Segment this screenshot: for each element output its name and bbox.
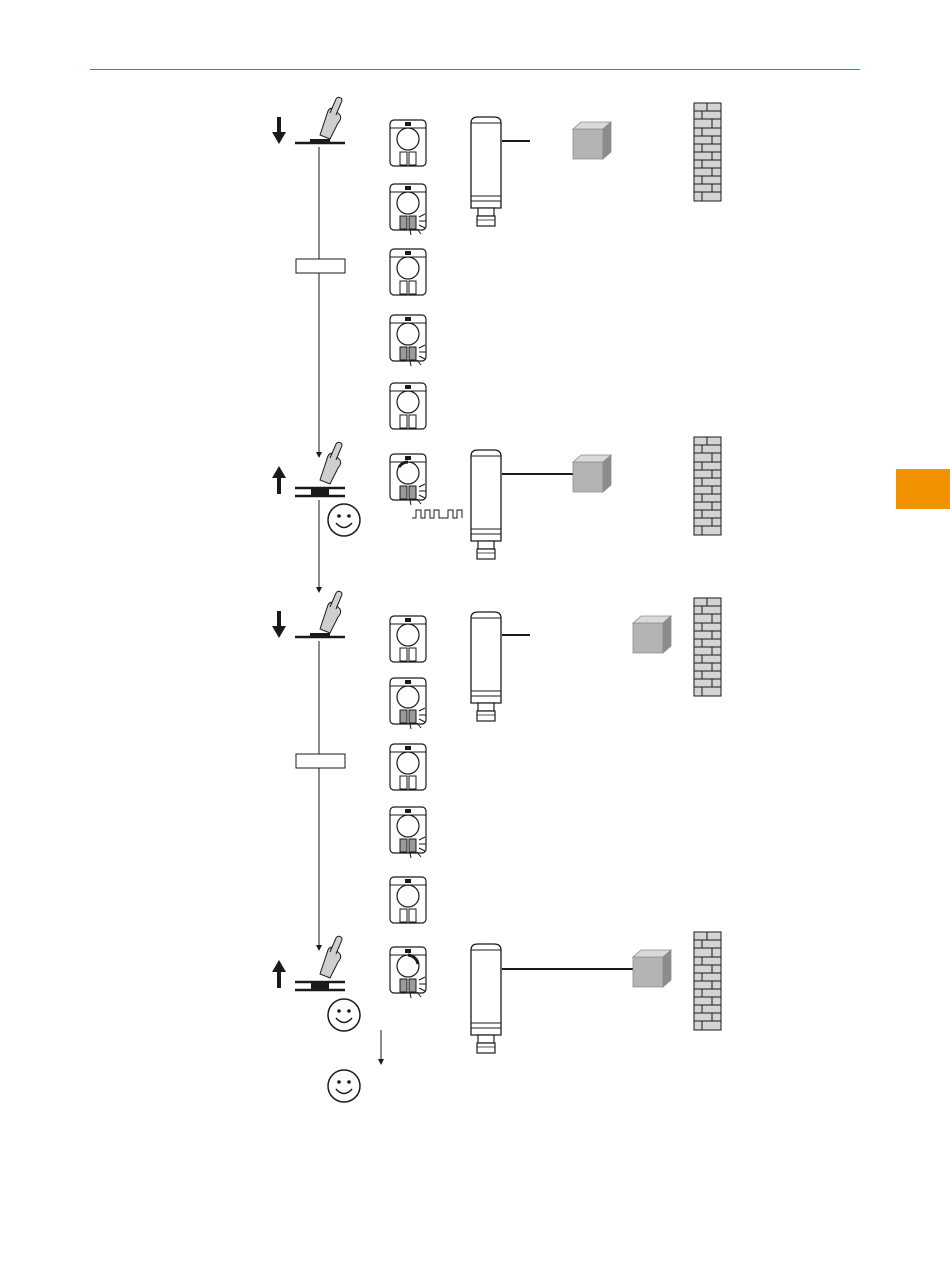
object-cube-icon: [573, 122, 611, 159]
brick-wall-icon: [694, 932, 721, 1030]
led-flashing-icon: [390, 315, 426, 366]
sensor-icon: [471, 612, 501, 721]
led-off-icon: [390, 616, 426, 662]
sensor-icon: [471, 944, 501, 1053]
object-cube-icon: [633, 616, 671, 653]
hand-press-icon: [295, 591, 345, 637]
led-flashing-icon: [390, 807, 426, 858]
arrow-up-icon: [272, 960, 286, 988]
arrow-down-icon: [272, 117, 286, 144]
brick-wall-icon: [694, 598, 721, 696]
hand-press-icon: [295, 97, 345, 143]
smiley-icon: [328, 1070, 360, 1102]
smiley-icon: [328, 504, 360, 536]
sequence-1: [272, 97, 721, 590]
brick-wall-icon: [694, 437, 721, 535]
led-off-icon: [390, 877, 426, 923]
sequence-2: [272, 591, 721, 1102]
led-off-icon: [390, 744, 426, 790]
led-off-icon: [390, 249, 426, 295]
arrow-down-icon: [272, 611, 286, 638]
object-cube-icon: [633, 950, 671, 987]
led-off-icon: [390, 120, 426, 166]
sensor-icon: [471, 117, 501, 226]
sensor-icon: [471, 450, 501, 559]
object-cube-icon: [573, 455, 611, 492]
time-box: [296, 754, 345, 768]
hand-release-icon: [295, 442, 345, 496]
hand-release-icon: [295, 936, 345, 990]
led-flashing-icon: [390, 184, 426, 235]
time-box: [296, 259, 345, 273]
pulse-signal-icon: [412, 510, 462, 518]
led-on-icon: [390, 947, 426, 998]
brick-wall-icon: [694, 103, 721, 201]
led-off-icon: [390, 383, 426, 429]
smiley-icon: [328, 999, 360, 1031]
led-on-icon: [390, 454, 426, 505]
arrow-up-icon: [272, 466, 286, 494]
led-flashing-icon: [390, 678, 426, 729]
